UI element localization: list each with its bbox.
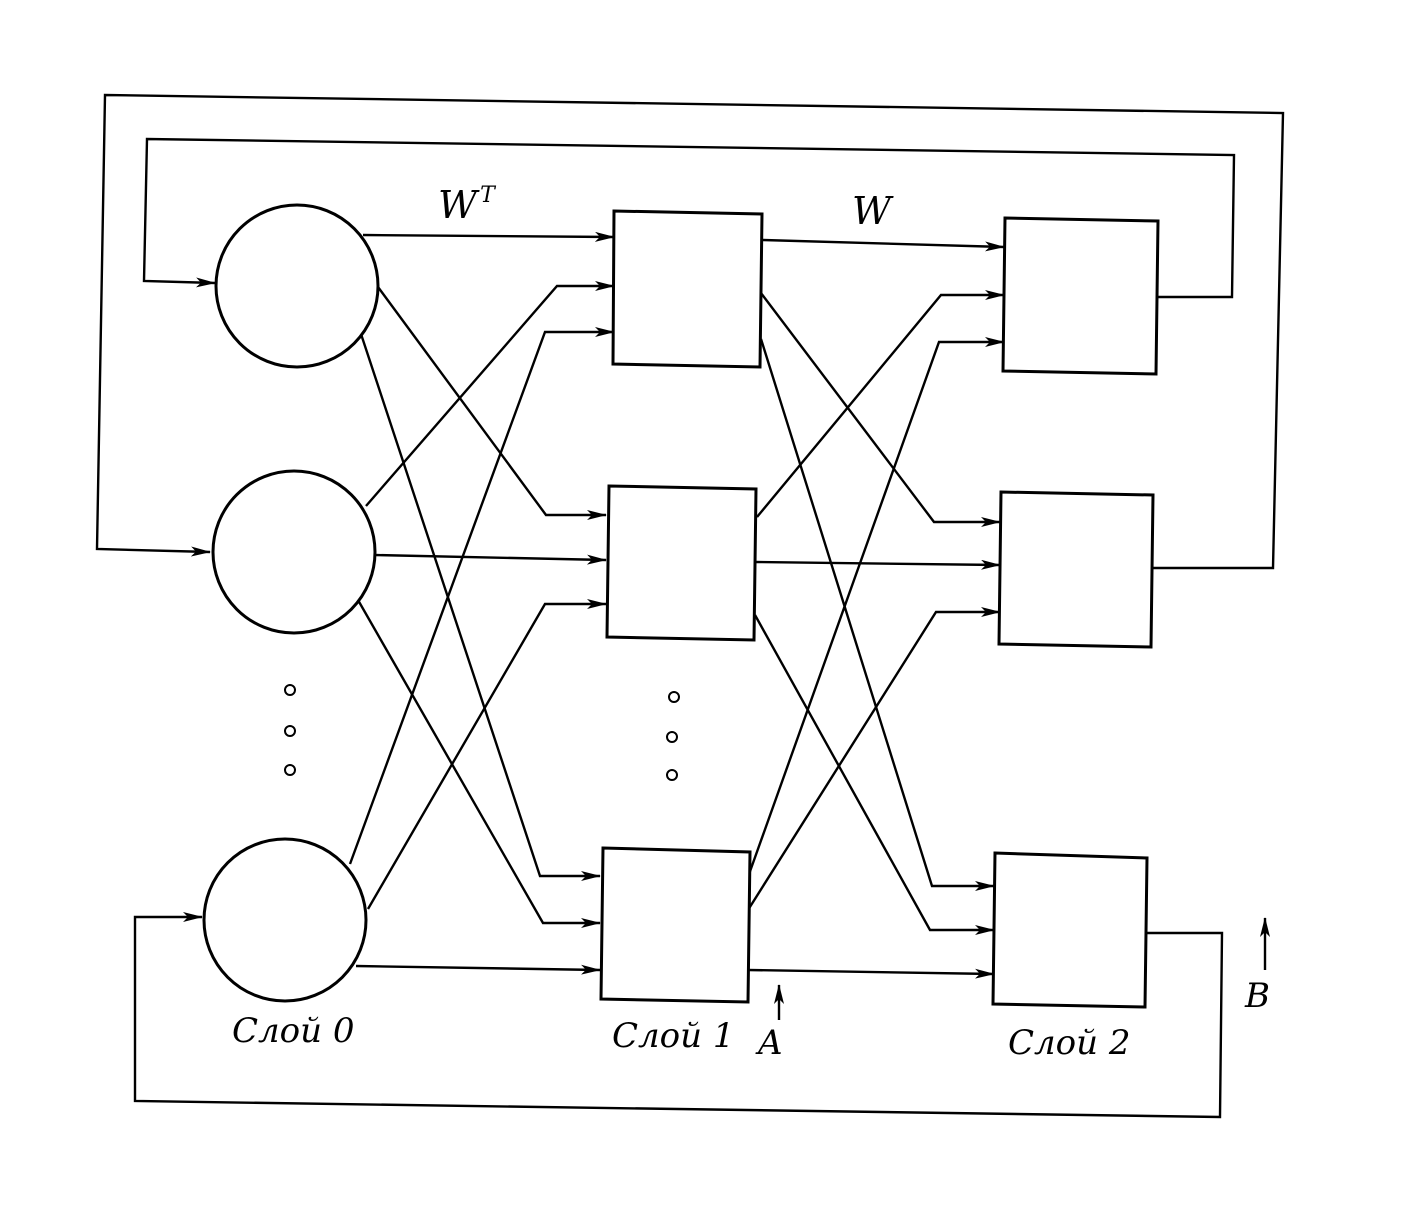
edge-l0n1-l1n3 (359, 333, 601, 881)
connections-layer1-to-layer2 (746, 238, 1005, 979)
edge-l1n3-l2n1 (746, 337, 1005, 878)
layer2-neuron-2 (997, 490, 1155, 649)
ellipsis-dot (666, 769, 678, 781)
edge-l1n3-l2n2 (746, 607, 1001, 911)
ellipsis-dot (284, 725, 296, 737)
edge-l1n1-l2n1 (762, 238, 1005, 252)
edge-l0n1-l1n1 (362, 231, 615, 242)
edge-l1n1-l2n2 (760, 292, 1001, 527)
ellipsis-dot (666, 731, 678, 743)
layer0-neuron-1 (214, 203, 380, 369)
point-b-label: B (1244, 976, 1270, 1016)
edge-l0n1-l1n2 (377, 286, 607, 520)
layer1-label: Слой 1 (612, 1016, 734, 1056)
layer2-label: Слой 2 (1008, 1023, 1130, 1063)
layer0-neurons (202, 203, 380, 1003)
edge-l0n3-l1n1 (348, 327, 615, 865)
connections-layer0-to-layer1 (348, 231, 615, 975)
edge-l1n2-l2n3 (753, 614, 995, 935)
layer0-neuron-2 (211, 469, 377, 635)
edge-l1n2-l2n1 (756, 290, 1005, 518)
edge-l0n2-l1n3 (356, 599, 601, 928)
layer0-neuron-3 (202, 837, 368, 1003)
edge-l1n1-l2n3 (759, 338, 995, 891)
layer1-neurons (599, 209, 764, 1004)
layer0-label: Слой 0 (232, 1011, 354, 1051)
layer-labels: Слой 0 Слой 1 Слой 2 (232, 1011, 1130, 1063)
point-markers: A B (755, 917, 1270, 1063)
weight-backward-label: W (852, 189, 894, 233)
edge-l1n3-l2n3 (747, 968, 995, 979)
ellipsis-dot (284, 764, 296, 776)
feedback-loops (95, 93, 1285, 1119)
edge-l0n3-l1n2 (366, 599, 607, 910)
layer2-neuron-1 (1001, 216, 1160, 376)
ellipsis-dot (668, 691, 680, 703)
edge-l0n2-l1n1 (365, 281, 615, 507)
feedback-l2-bottom-to-l0-bottom (133, 912, 1224, 1119)
layer1-neuron-3 (599, 846, 752, 1004)
edge-l0n2-l1n2 (374, 553, 607, 565)
edge-l1n2-l2n2 (754, 559, 1001, 570)
feedback-l2-top-to-l0-top (142, 137, 1236, 299)
weight-forward-base: W (438, 183, 480, 227)
layer1-neuron-1 (611, 209, 764, 369)
layer2-neurons (991, 216, 1160, 1009)
weight-forward-superscript: T (480, 183, 497, 208)
feedback-l2-middle-to-l0-middle (95, 93, 1285, 570)
layer2-neuron-3 (991, 851, 1149, 1009)
edge-l0n3-l1n3 (355, 964, 601, 975)
layer1-neuron-2 (605, 484, 758, 642)
point-a-label: A (755, 1023, 783, 1063)
ellipsis-dot (284, 684, 296, 696)
